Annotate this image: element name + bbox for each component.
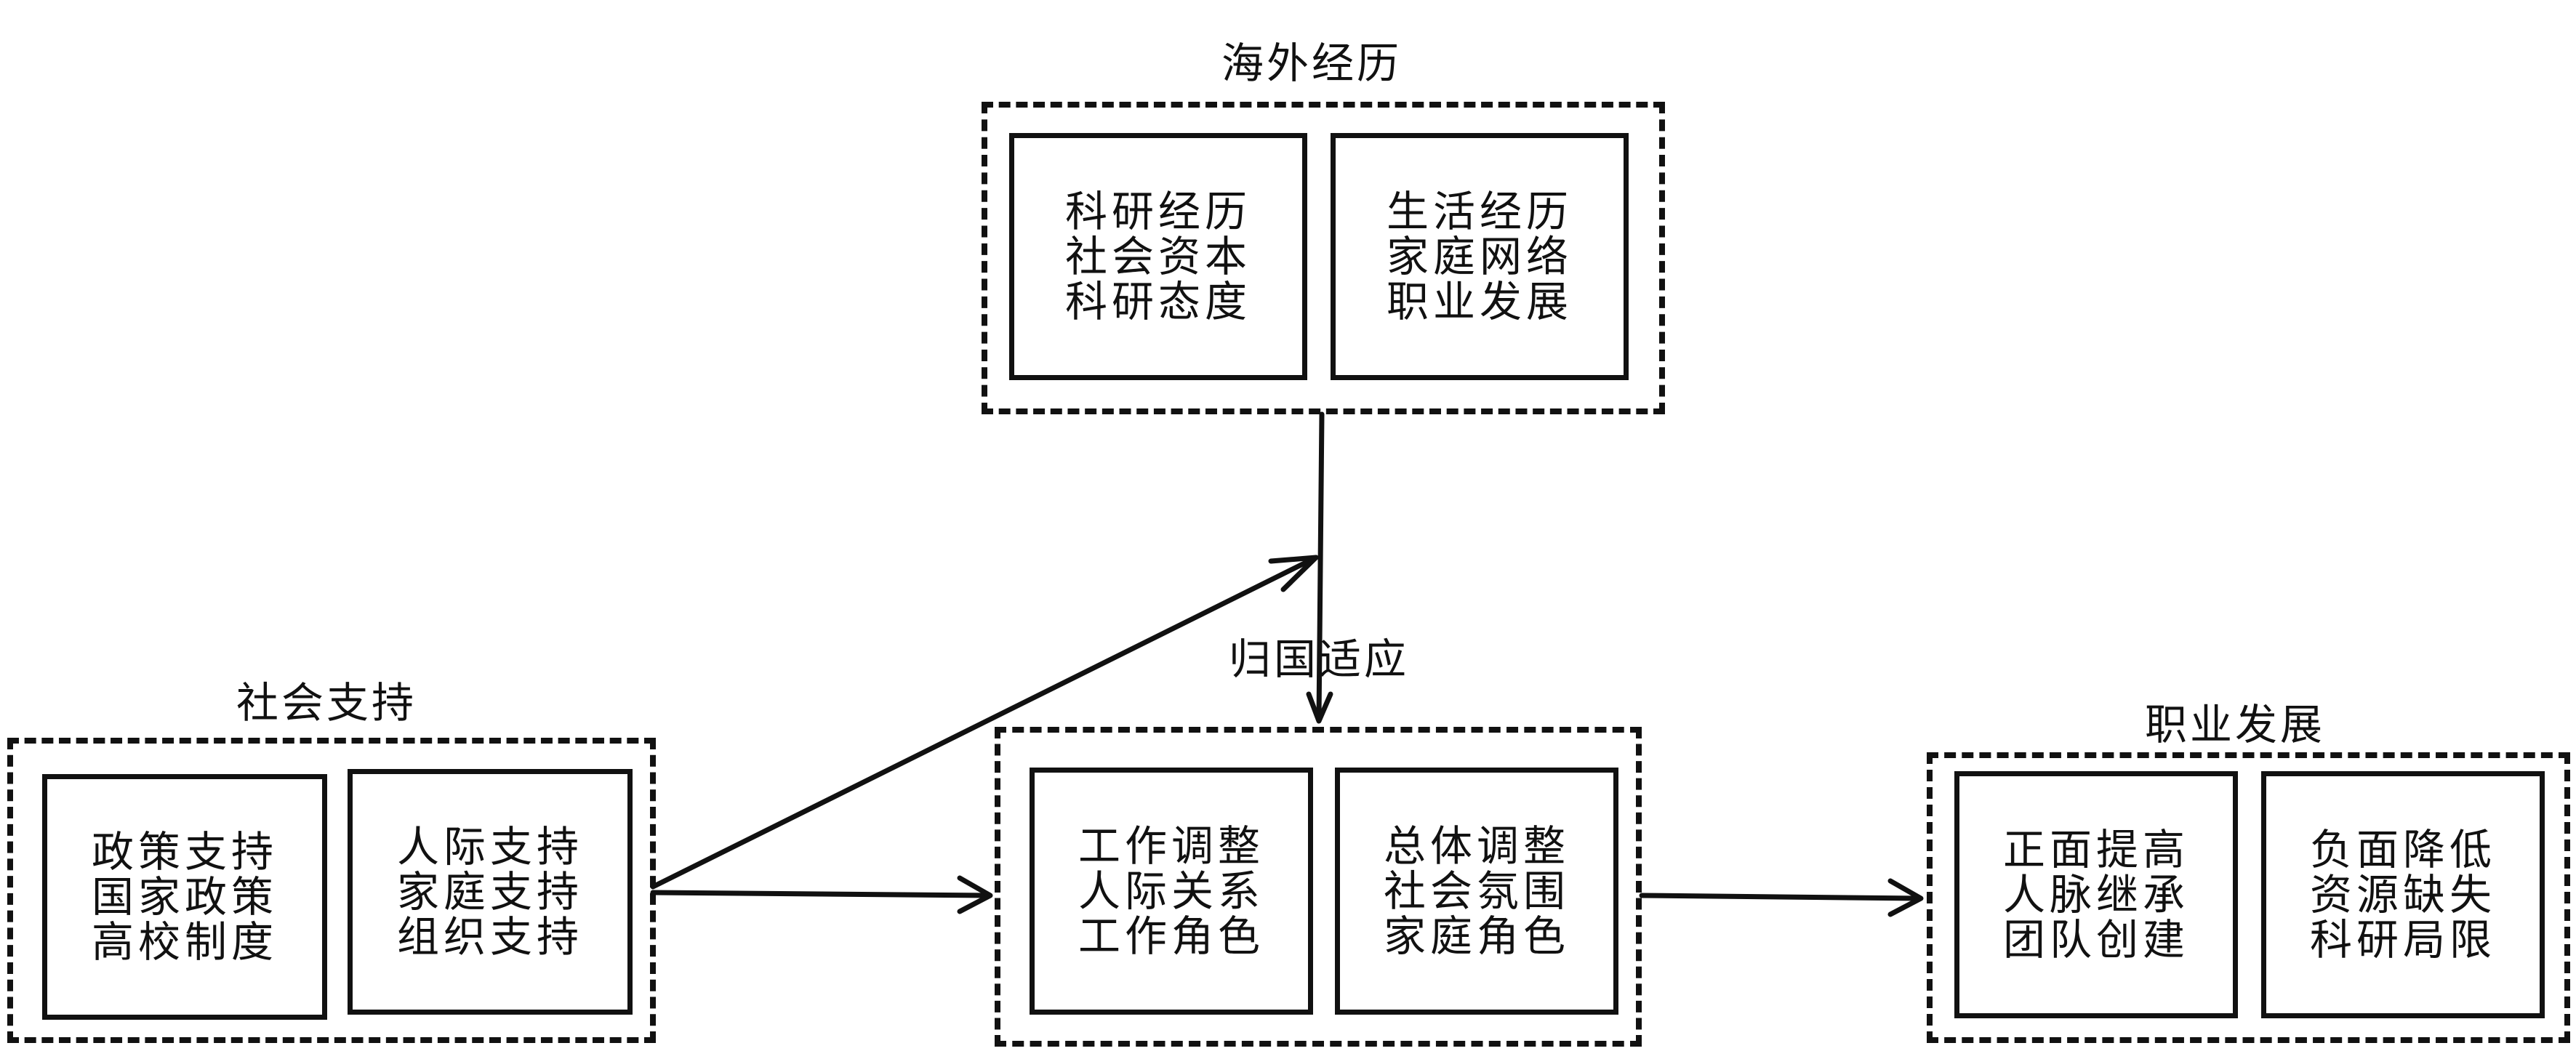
box-line: 工作角色	[1078, 911, 1264, 961]
group-social-support: 政策支持 国家政策 高校制度 人际支持 家庭支持 组织支持	[7, 738, 656, 1043]
box-line: 人际关系	[1078, 866, 1264, 916]
box-line: 团队创建	[2002, 915, 2189, 965]
box-line: 组织支持	[396, 912, 583, 962]
box-general-adjustment: 总体调整 社会氛围 家庭角色	[1335, 768, 1618, 1015]
box-line: 高校制度	[91, 917, 278, 967]
box-line: 社会氛围	[1383, 866, 1570, 916]
box-line: 家庭支持	[396, 867, 583, 917]
arrow-social-to-moderation	[650, 555, 1319, 890]
box-line: 总体调整	[1383, 821, 1570, 871]
box-line: 负面降低	[2309, 825, 2496, 874]
box-line: 政策支持	[91, 827, 278, 877]
box-line: 科研态度	[1064, 277, 1251, 326]
box-interpersonal-support: 人际支持 家庭支持 组织支持	[348, 769, 633, 1015]
arrow-adaptation-to-career	[1639, 878, 1924, 917]
group-overseas-experience: 科研经历 社会资本 科研态度 生活经历 家庭网络 职业发展	[982, 102, 1665, 414]
box-policy-support: 政策支持 国家政策 高校制度	[42, 774, 327, 1020]
box-line: 正面提高	[2002, 825, 2189, 874]
box-line: 生活经历	[1386, 187, 1573, 236]
box-line: 人际支持	[396, 822, 583, 871]
box-line: 科研局限	[2309, 915, 2496, 965]
group-title-social-support: 社会支持	[236, 678, 417, 728]
box-negative-effects: 负面降低 资源缺失 科研局限	[2261, 771, 2545, 1018]
box-line: 人脉继承	[2002, 870, 2189, 919]
arrow-social-to-adaptation	[650, 875, 993, 914]
box-positive-effects: 正面提高 人脉继承 团队创建	[1954, 771, 2238, 1018]
box-line: 职业发展	[1386, 277, 1573, 326]
box-line: 工作调整	[1078, 821, 1264, 871]
group-return-adaptation: 工作调整 人际关系 工作角色 总体调整 社会氛围 家庭角色	[995, 727, 1642, 1047]
box-research-experience: 科研经历 社会资本 科研态度	[1009, 133, 1307, 380]
group-title-overseas-experience: 海外经历	[1221, 39, 1403, 88]
group-title-career-development: 职业发展	[2145, 700, 2326, 749]
box-life-experience: 生活经历 家庭网络 职业发展	[1331, 133, 1629, 380]
box-line: 家庭网络	[1386, 232, 1573, 281]
box-line: 科研经历	[1064, 187, 1251, 236]
box-work-adjustment: 工作调整 人际关系 工作角色	[1030, 768, 1313, 1015]
box-line: 家庭角色	[1383, 911, 1570, 961]
box-line: 国家政策	[91, 872, 278, 922]
group-career-development: 正面提高 人脉继承 团队创建 负面降低 资源缺失 科研局限	[1927, 752, 2570, 1043]
box-line: 社会资本	[1064, 232, 1251, 281]
arrow-overseas-to-adaptation	[1306, 411, 1333, 724]
box-line: 资源缺失	[2309, 870, 2496, 919]
